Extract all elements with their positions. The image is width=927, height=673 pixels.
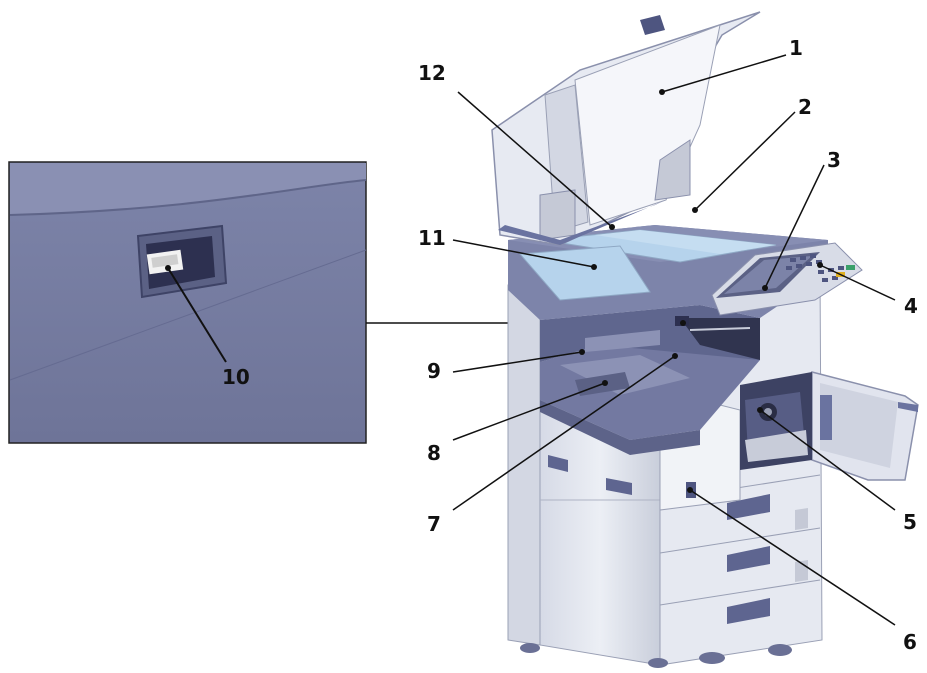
usb-port — [136, 224, 228, 299]
inset-detail — [8, 161, 367, 444]
callout-2: 2 — [798, 95, 812, 119]
callout-11: 11 — [418, 226, 446, 250]
leader-dots — [165, 89, 823, 493]
callout-9: 9 — [427, 359, 441, 383]
callout-1: 1 — [789, 36, 803, 60]
callout-8: 8 — [427, 441, 441, 465]
copier-machine — [491, 11, 919, 668]
callout-7: 7 — [427, 512, 441, 536]
callout-12: 12 — [418, 61, 446, 85]
callout-3: 3 — [827, 148, 841, 172]
leader-lines — [452, 54, 896, 626]
callout-5: 5 — [903, 510, 917, 534]
callout-10: 10 — [222, 365, 250, 389]
callout-4: 4 — [904, 294, 918, 318]
callout-6: 6 — [903, 630, 917, 654]
